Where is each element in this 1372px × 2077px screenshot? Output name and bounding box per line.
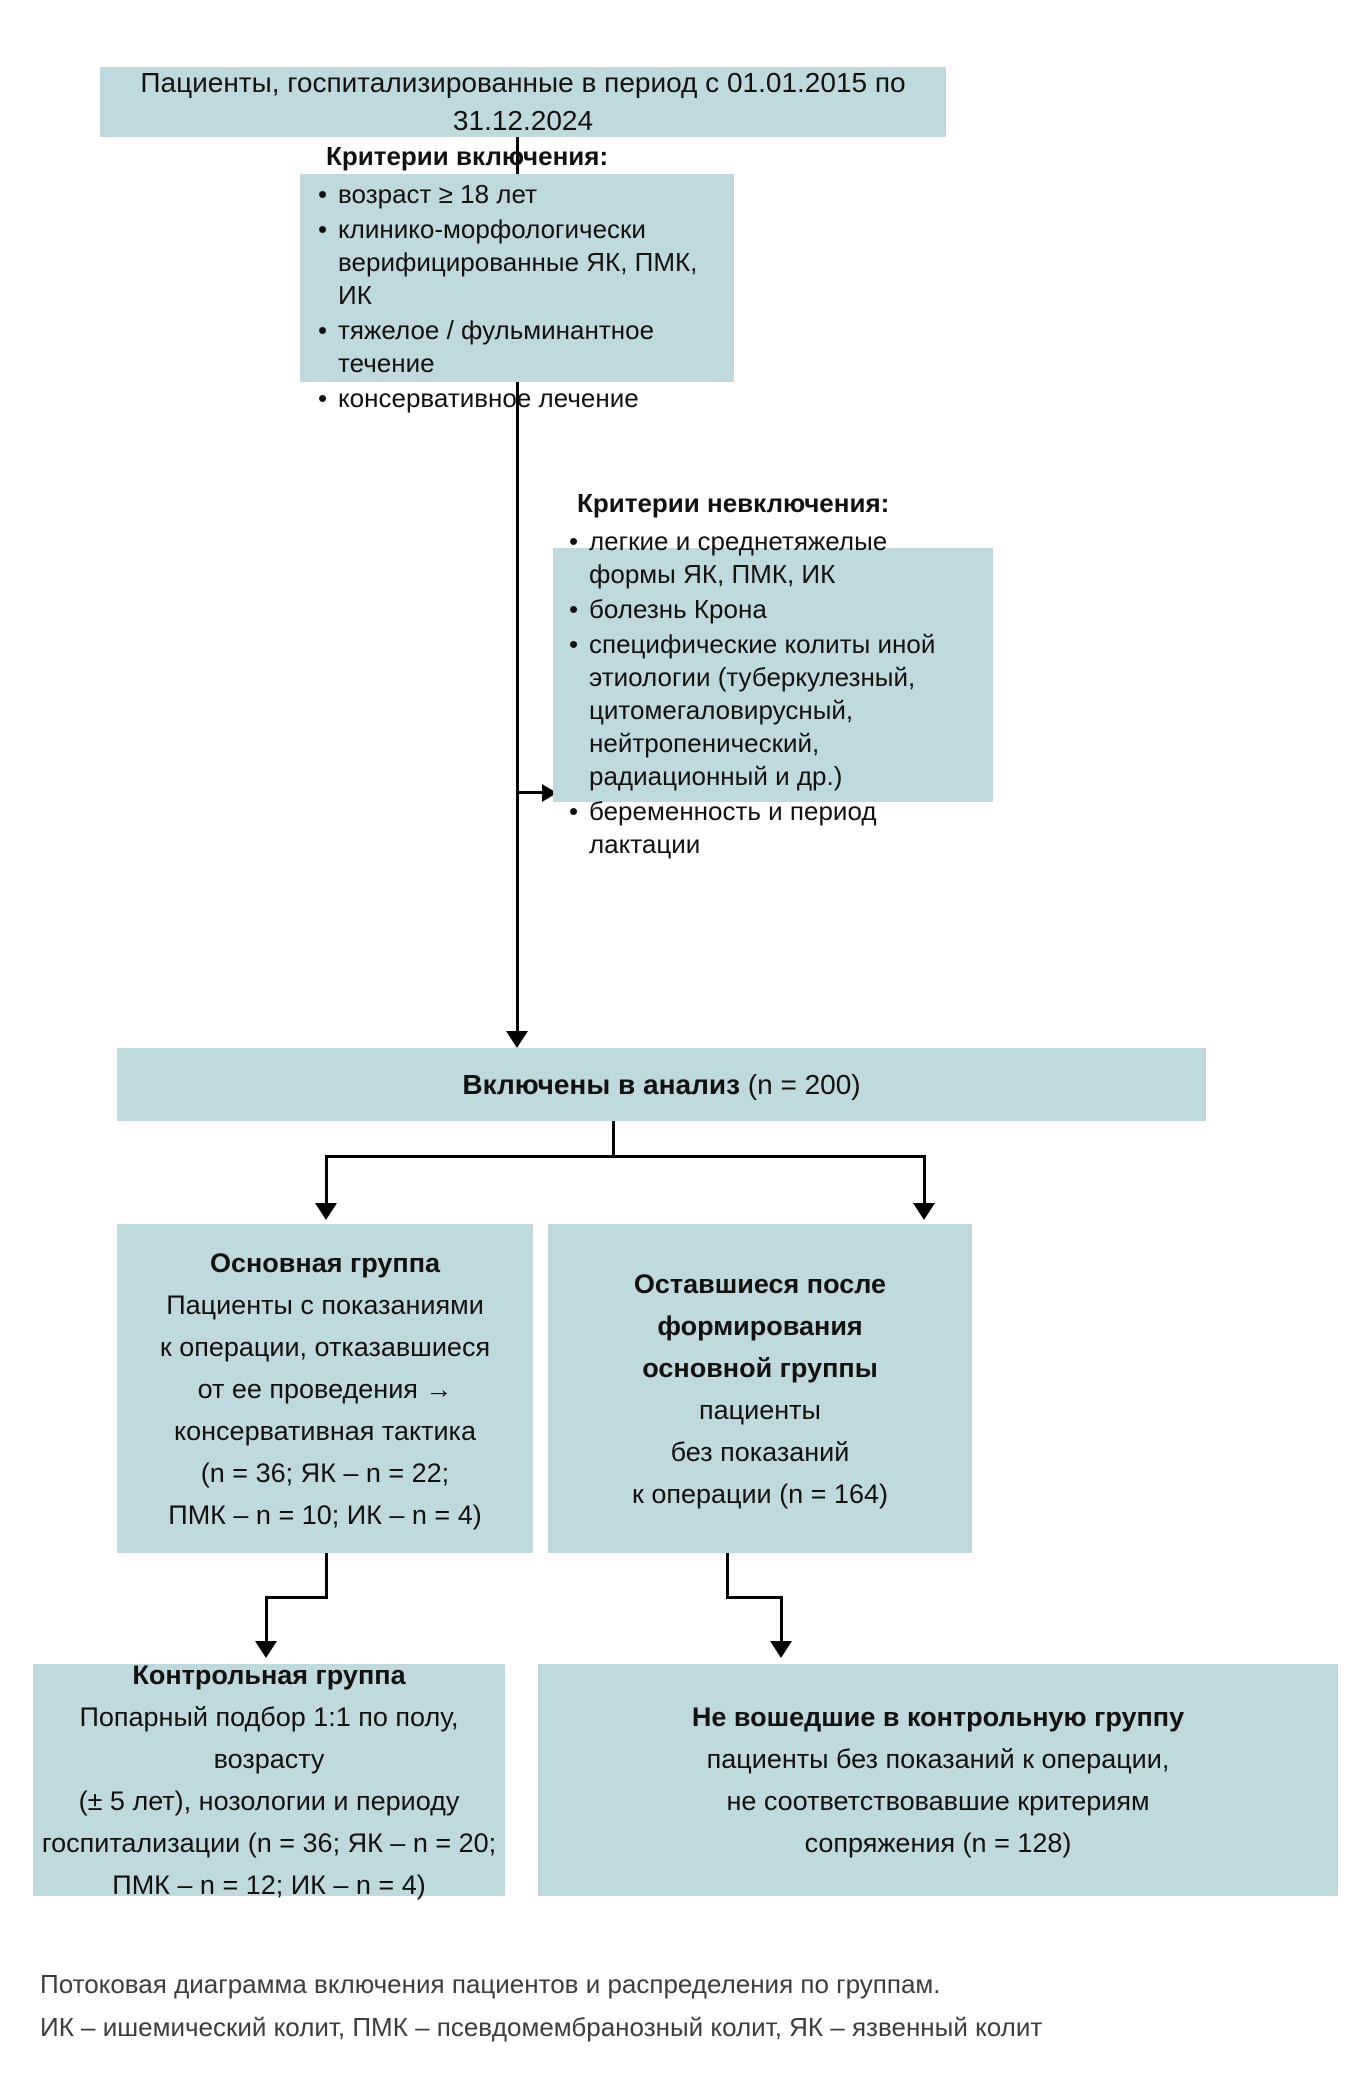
- not-included-line-0: пациенты без показаний к операции,: [706, 1744, 1170, 1774]
- arrow-to-not-included: [770, 1641, 792, 1658]
- box-included-in-analysis: Включены в анализ (n = 200): [117, 1048, 1206, 1121]
- control-group-title: Контрольная группа: [132, 1660, 406, 1690]
- main-group-line-0: Пациенты с показаниями: [166, 1289, 484, 1320]
- exclusion-item-2-line-1: этиологии (туберкулезный,: [589, 662, 916, 692]
- included-count: (n = 200): [747, 1068, 861, 1100]
- exclusion-title: Критерии невключения:: [577, 488, 890, 518]
- exclusion-list: легкие и среднетяжелые формы ЯК, ПМК, ИК…: [563, 525, 983, 863]
- included-text: Включены в анализ (n = 200): [117, 1066, 1206, 1104]
- main-group-line-3: консервативная тактика: [174, 1415, 476, 1446]
- connector-to-exclusion: [517, 791, 549, 794]
- main-group-title: Основная группа: [209, 1247, 441, 1278]
- remaining-line-0: пациенты: [699, 1394, 821, 1425]
- list-item: легкие и среднетяжелые формы ЯК, ПМК, ИК: [563, 525, 983, 591]
- list-item: беременность и период лактации: [563, 795, 983, 861]
- not-included-line-2: сопряжения (n = 128): [804, 1828, 1072, 1858]
- box-hospitalized-text: Пациенты, госпитализированные в период с…: [140, 67, 906, 136]
- included-title: Включены в анализ: [462, 1068, 740, 1100]
- main-group-line-1: к операции, отказавшиеся: [159, 1331, 491, 1362]
- control-group-line-1: (± 5 лет), нозологии и периоду: [78, 1786, 460, 1816]
- exclusion-item-2-line-2: цитомегаловирусный,: [589, 695, 854, 725]
- control-group-line-3: ПМК – n = 12; ИК – n = 4): [112, 1870, 426, 1900]
- list-item: специфические колиты иной этиологии (туб…: [563, 628, 983, 793]
- box-main-group: Основная группа Пациенты с показаниями к…: [117, 1224, 533, 1553]
- figure-caption: Потоковая диаграмма включения пациентов …: [40, 1963, 1340, 2049]
- connector-inclusion-to-included: [516, 382, 519, 1037]
- box-control-group: Контрольная группа Попарный подбор 1:1 п…: [33, 1660, 505, 1900]
- arrow-to-control-group: [255, 1641, 277, 1658]
- inclusion-item-3-line-0: консервативное лечение: [338, 382, 639, 413]
- box-remaining-group: Оставшиеся после формирования основной г…: [548, 1224, 972, 1553]
- connector-to-main-group: [325, 1155, 328, 1208]
- inclusion-item-1-line-1: верифицированные ЯК, ПМК, ИК: [338, 246, 698, 310]
- list-item: клинико-морфологически верифицированные …: [312, 213, 722, 312]
- not-included-line-1: не соответствовавшие критериям: [726, 1786, 1150, 1816]
- caption-line-2: ИК – ишемический колит, ПМК – псевдомемб…: [40, 2012, 1043, 2042]
- connector-remaining-to-notincluded: [726, 1596, 783, 1599]
- remaining-line-1: без показаний: [670, 1436, 850, 1467]
- exclusion-item-0-line-1: формы ЯК, ПМК, ИК: [589, 559, 836, 589]
- connector-remaining-stem: [726, 1553, 729, 1598]
- inclusion-item-1-line-0: клинико-морфологически: [338, 213, 646, 244]
- exclusion-item-3-line-0: беременность и период лактации: [589, 796, 877, 859]
- remaining-title-line-1: формирования: [657, 1310, 863, 1341]
- exclusion-item-0-line-0: легкие и среднетяжелые: [589, 526, 888, 556]
- exclusion-item-2-line-3: нейтропенический,: [589, 728, 820, 758]
- connector-to-remaining: [923, 1155, 926, 1208]
- remaining-title-line-2: основной группы: [642, 1352, 878, 1383]
- control-group-line-0: Попарный подбор 1:1 по полу, возрасту: [79, 1702, 459, 1774]
- not-included-title: Не вошедшие в контрольную группу: [691, 1702, 1185, 1732]
- inclusion-item-0-line-0: возраст ≥ 18 лет: [338, 178, 537, 209]
- control-group-line-2: госпитализации (n = 36; ЯК – n = 20;: [41, 1828, 497, 1858]
- list-item: болезнь Крона: [563, 593, 983, 626]
- connector-main-group-stem: [325, 1553, 328, 1598]
- inclusion-list: возраст ≥ 18 лет клинико-морфологически …: [312, 178, 722, 417]
- remaining-line-2: к операции (n = 164): [632, 1478, 888, 1509]
- connector-main-to-control: [265, 1596, 328, 1599]
- arrow-to-main-group: [315, 1203, 337, 1220]
- connector-notincluded-drop: [780, 1596, 783, 1646]
- inclusion-item-2-line-0: тяжелое / фульминантное течение: [338, 314, 655, 378]
- main-group-line-2: от ее проведения →: [197, 1373, 453, 1404]
- list-item: тяжелое / фульминантное течение: [312, 314, 722, 380]
- exclusion-item-2-line-0: специфические колиты иной: [589, 629, 936, 659]
- box-not-included-control: Не вошедшие в контрольную группу пациент…: [538, 1664, 1338, 1896]
- connector-hospitalized-to-inclusion: [516, 137, 519, 174]
- connector-included-split: [325, 1155, 925, 1158]
- arrow-inclusion-to-included: [506, 1031, 528, 1048]
- box-exclusion-criteria: Критерии невключения: легкие и среднетяж…: [553, 488, 993, 859]
- box-hospitalized: Пациенты, госпитализированные в период с…: [100, 67, 946, 137]
- box-inclusion-criteria: Критерии включения: возраст ≥ 18 лет кли…: [300, 141, 734, 415]
- exclusion-item-2-line-4: радиационный и др.): [589, 761, 843, 791]
- connector-control-drop: [265, 1596, 268, 1646]
- list-item: возраст ≥ 18 лет: [312, 178, 722, 211]
- remaining-title-line-0: Оставшиеся после: [633, 1268, 887, 1299]
- inclusion-title: Критерии включения:: [326, 140, 609, 171]
- caption-line-1: Потоковая диаграмма включения пациентов …: [40, 1969, 941, 1999]
- exclusion-item-1-line-0: болезнь Крона: [589, 594, 767, 624]
- main-group-line-5: ПМК – n = 10; ИК – n = 4): [168, 1499, 482, 1530]
- arrow-to-remaining: [913, 1203, 935, 1220]
- connector-included-stem: [612, 1121, 615, 1157]
- list-item: консервативное лечение: [312, 382, 722, 415]
- main-group-line-4: (n = 36; ЯК – n = 22;: [200, 1457, 450, 1488]
